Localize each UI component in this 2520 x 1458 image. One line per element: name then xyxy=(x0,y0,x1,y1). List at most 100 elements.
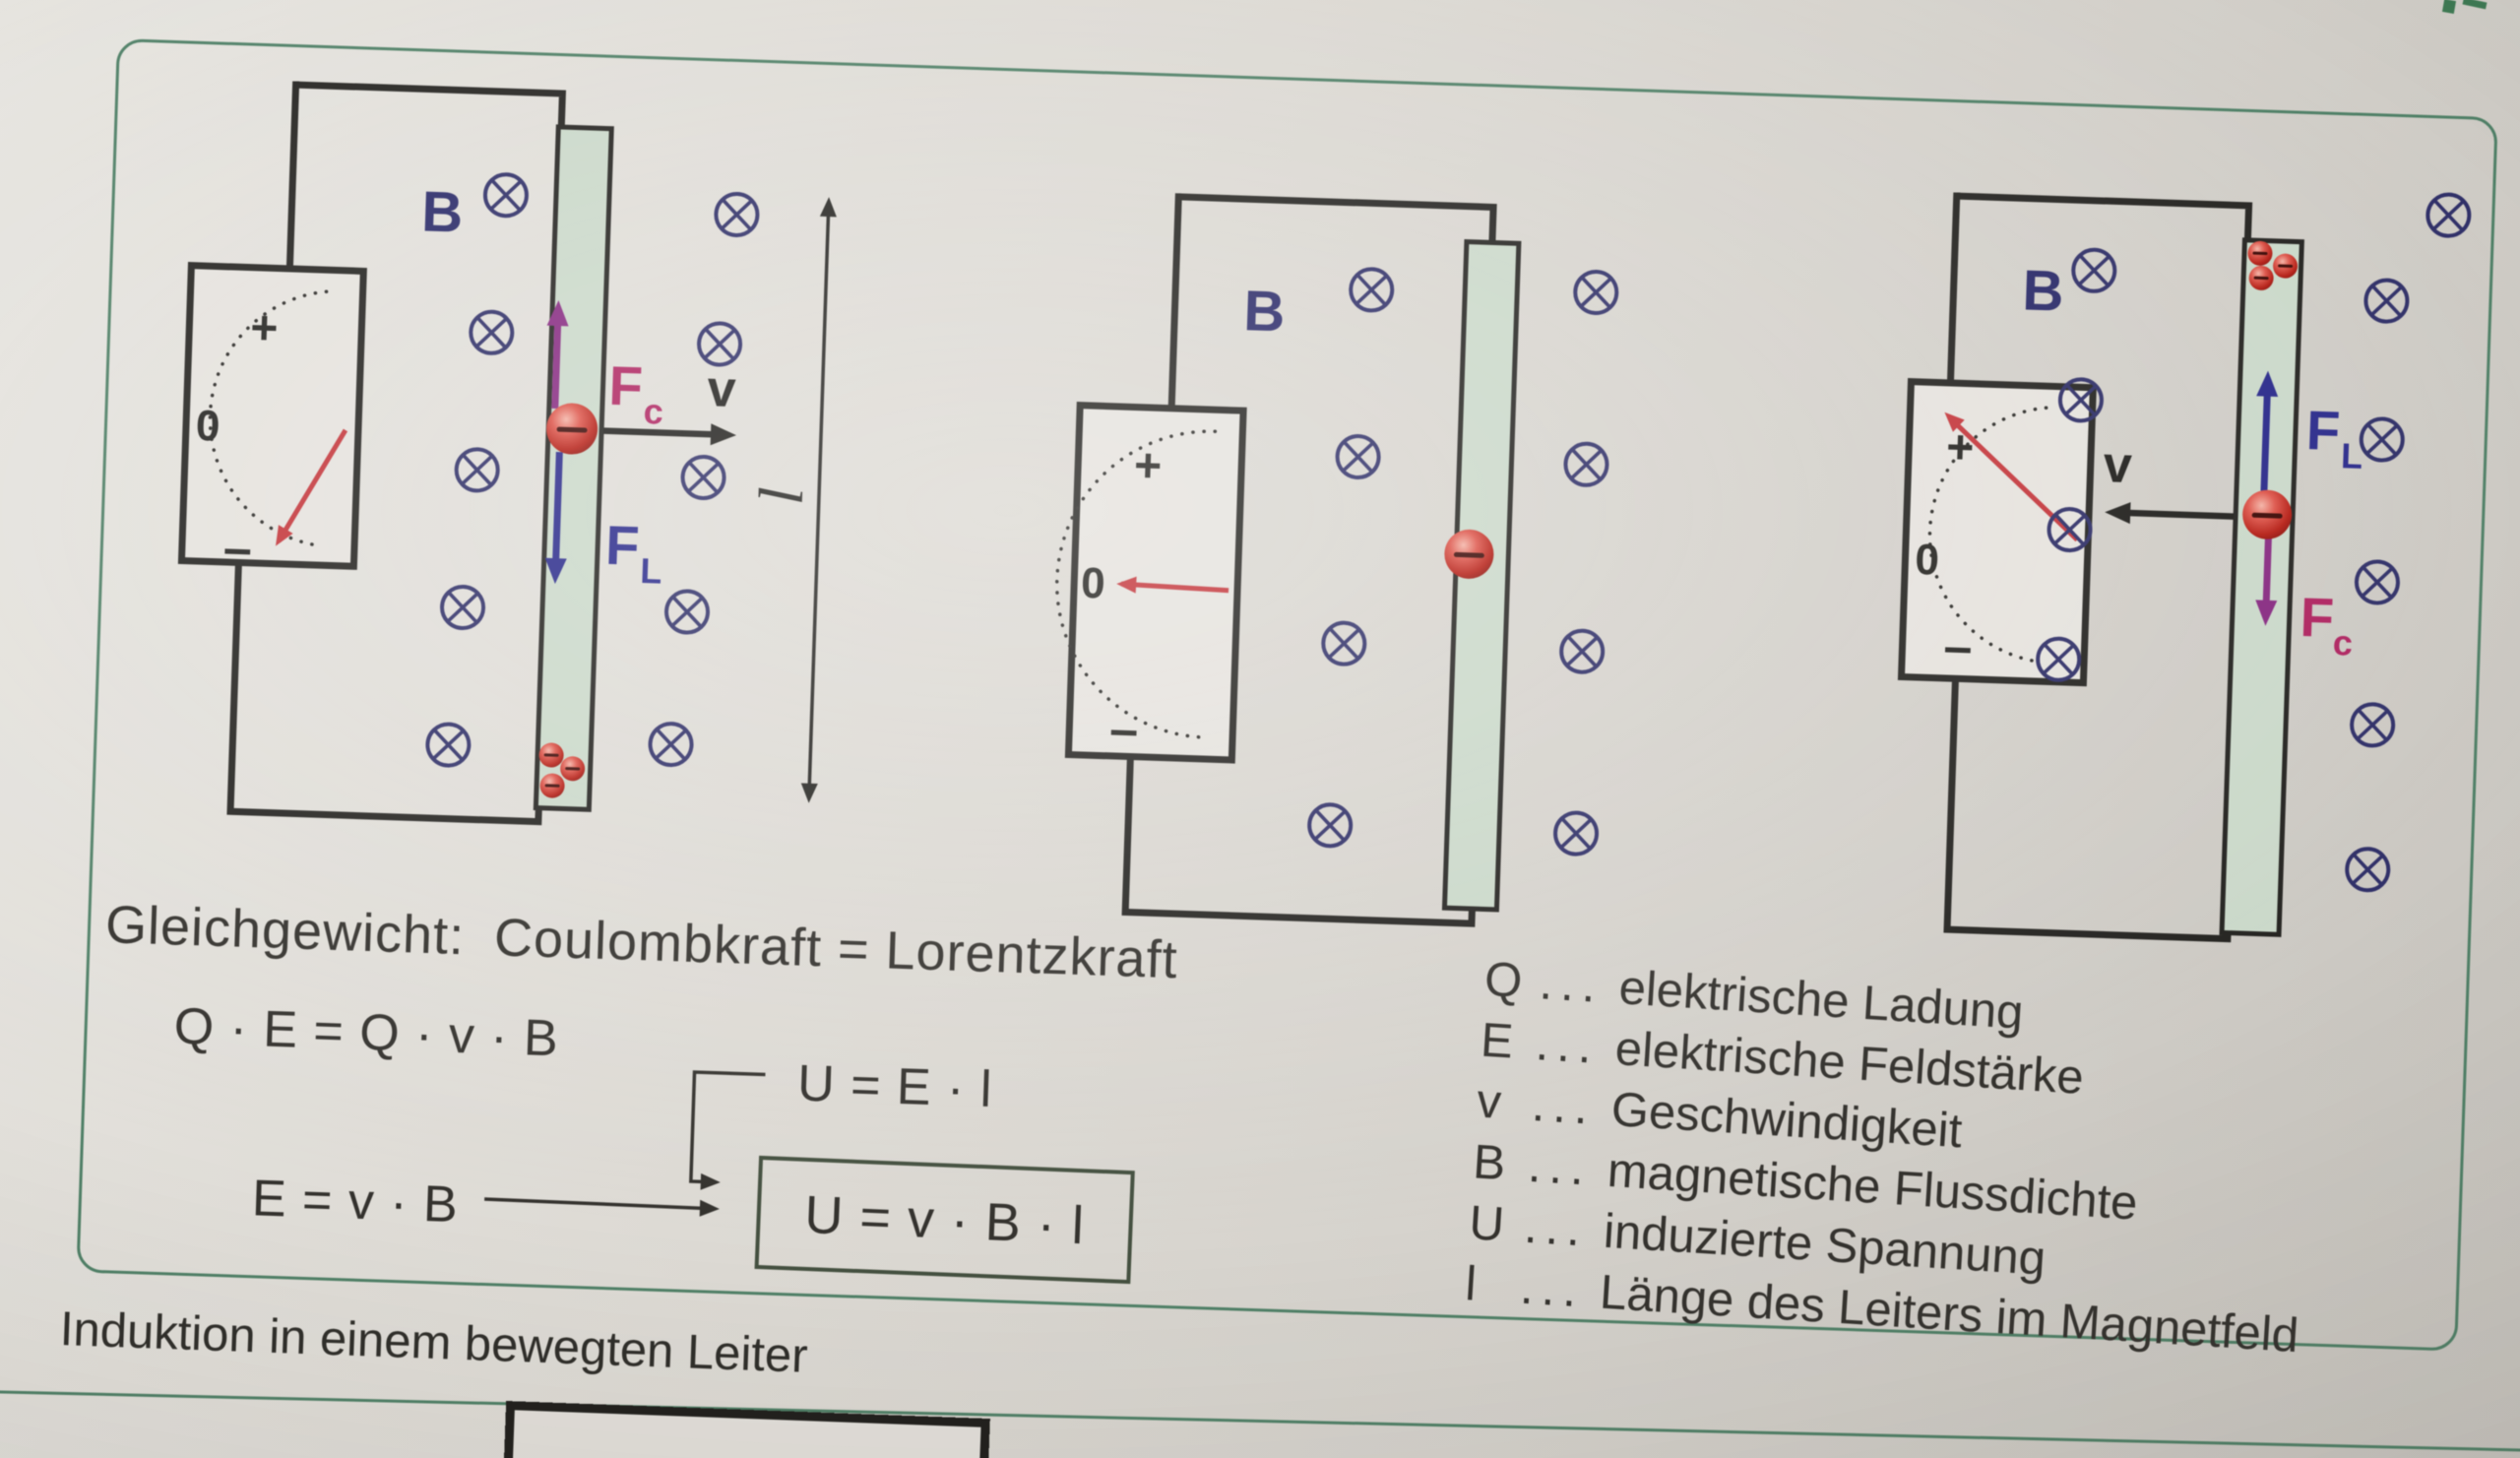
symbol-legend: Q ... elektrische Ladung E ... elektrisc… xyxy=(1464,952,2319,1369)
velocity-label: v xyxy=(707,360,737,418)
arrow-right-icon xyxy=(700,1173,722,1191)
arrow-right-icon xyxy=(699,1199,721,1218)
legend-dots: ... xyxy=(1538,956,1606,1014)
meter-minus-label: – xyxy=(1943,618,1974,676)
dimension-arrow-up-icon xyxy=(819,196,838,218)
field-into-page-icon xyxy=(1562,441,1610,488)
field-into-page-icon xyxy=(439,584,486,631)
lorentz-force-subscript: L xyxy=(2341,435,2363,476)
field-label: B xyxy=(420,179,464,244)
field-into-page-icon xyxy=(1320,619,1368,667)
field-into-page-icon xyxy=(2359,415,2406,464)
field-label: B xyxy=(2022,258,2065,323)
lorentz-force-label: F xyxy=(604,514,640,577)
page-edge-mark xyxy=(2441,0,2457,14)
diagram-conductor-at-rest: + 0 – B xyxy=(1055,193,1619,927)
circuit-wire xyxy=(1121,193,1497,927)
straight-connector-line xyxy=(484,1197,713,1211)
elbow-connector-line xyxy=(689,1070,766,1184)
voltmeter: + 0 – xyxy=(177,262,367,578)
meter-zero-label: 0 xyxy=(1915,536,1940,585)
field-into-page-icon xyxy=(1558,628,1606,675)
meter-needle-icon xyxy=(268,428,348,551)
field-into-page-icon xyxy=(2070,247,2117,294)
lorentz-force-arrow-icon xyxy=(543,452,567,585)
legend-dots: ... xyxy=(1518,1260,1587,1318)
diagram-conductor-moving-left: + 0 – B xyxy=(1897,191,2473,943)
meter-minus-label: – xyxy=(1108,701,1139,759)
accumulated-electrons xyxy=(538,742,586,798)
field-into-page-icon xyxy=(2362,277,2411,325)
legend-symbol: U xyxy=(1467,1196,1506,1252)
conductor-rod xyxy=(533,124,614,812)
field-into-page-icon xyxy=(453,446,501,494)
velocity-arrow-icon xyxy=(602,423,737,447)
field-into-page-icon xyxy=(1306,801,1354,849)
circuit-wire xyxy=(226,81,567,826)
legend-dots: ... xyxy=(1530,1077,1598,1135)
field-into-page-icon xyxy=(2425,191,2473,239)
lorentz-force-label: F xyxy=(2305,399,2341,462)
coulomb-force-subscript: c xyxy=(2332,622,2353,664)
electron-icon xyxy=(546,403,598,455)
meter-plus-label: + xyxy=(1133,440,1163,493)
field-into-page-icon xyxy=(713,191,761,238)
legend-dots: ... xyxy=(1526,1138,1594,1196)
velocity-label: v xyxy=(2103,436,2133,494)
field-into-page-icon xyxy=(2349,701,2396,749)
voltmeter: + 0 – xyxy=(1897,378,2097,687)
equation-voltage: U = E · l xyxy=(796,1054,994,1119)
meter-zero-label: 0 xyxy=(1080,559,1105,608)
field-into-page-icon xyxy=(482,171,530,219)
formula-connector-arrows xyxy=(484,1070,766,1218)
field-into-page-icon xyxy=(679,454,727,501)
accumulated-electrons xyxy=(2247,240,2299,290)
coulomb-force-arrow-icon xyxy=(2254,538,2278,627)
equilibrium-title: Gleichgewicht: xyxy=(104,895,467,967)
coulomb-force-label: F xyxy=(608,354,644,417)
field-into-page-icon xyxy=(1348,266,1395,314)
coulomb-force-arrow-icon xyxy=(546,299,570,410)
legend-symbol: Q xyxy=(1482,952,1525,1008)
dimension-arrow-down-icon xyxy=(800,783,818,804)
legend-dots: ... xyxy=(1534,1017,1602,1075)
circuit-wire xyxy=(1943,192,2253,943)
field-into-page-icon xyxy=(647,721,695,768)
field-into-page-icon xyxy=(1334,433,1382,480)
dial-scale-arc xyxy=(1927,406,2048,664)
conductor-rod xyxy=(2219,237,2304,937)
field-into-page-icon xyxy=(424,721,472,769)
length-dimension-line: l xyxy=(746,196,838,804)
field-label: B xyxy=(1242,279,1286,344)
coulomb-force-subscript: c xyxy=(643,391,663,432)
meter-needle-icon xyxy=(1115,575,1229,594)
field-into-page-icon xyxy=(2344,846,2391,893)
equation-field: E = v · B xyxy=(251,1170,460,1235)
dial-scale-arc xyxy=(208,289,329,547)
equilibrium-statement: Gleichgewicht:Coulombkraft = Lorentzkraf… xyxy=(104,894,1178,990)
meter-plus-label: + xyxy=(249,302,279,355)
electron-icon xyxy=(2242,489,2293,539)
next-figure-frame xyxy=(502,1401,990,1458)
field-into-page-icon xyxy=(663,588,711,636)
field-into-page-icon xyxy=(1552,809,1600,857)
legend-symbol: B xyxy=(1471,1135,1507,1191)
legend-symbol: l xyxy=(1464,1257,1479,1311)
figure-caption: Induktion in einem bewegten Leiter xyxy=(58,1301,809,1383)
meter-needle-icon xyxy=(1938,406,2079,542)
figure-panel: l + 0 – xyxy=(76,38,2498,1363)
lorentz-force-arrow-icon xyxy=(2256,370,2280,491)
next-panel-border xyxy=(0,1390,2520,1453)
legend-symbol: E xyxy=(1479,1013,1515,1069)
result-formula-box: U = v · B · l xyxy=(754,1155,1135,1285)
meter-minus-label: – xyxy=(222,520,253,578)
velocity-arrow-icon xyxy=(2104,501,2235,525)
coulomb-force-label: F xyxy=(2300,586,2335,649)
conductor-rod xyxy=(1441,239,1522,913)
legend-dots: ... xyxy=(1522,1199,1590,1257)
equation-result: U = v · B · l xyxy=(803,1184,1087,1255)
lorentz-force-subscript: L xyxy=(640,550,662,592)
page-edge-mark xyxy=(2462,0,2488,10)
